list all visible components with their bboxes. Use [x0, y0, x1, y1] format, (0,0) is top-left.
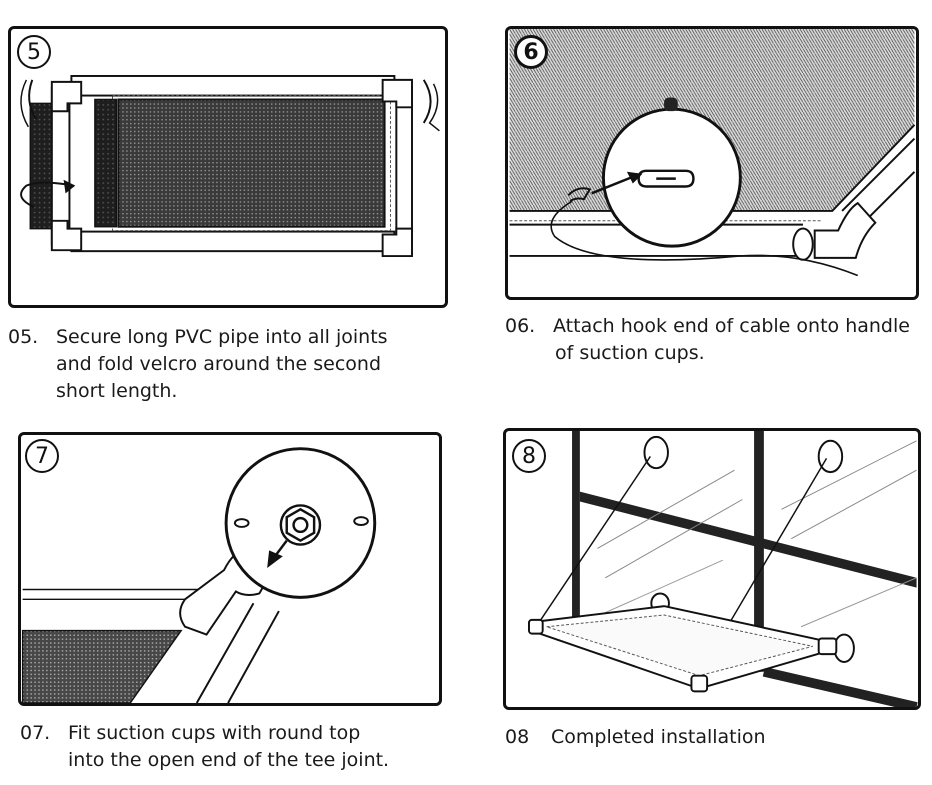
step-6-illustration: [509, 29, 916, 277]
cable-hook: [567, 187, 592, 202]
round-top-nut: [279, 504, 322, 546]
right-short-pipe: [395, 86, 413, 246]
caption-line: short length.: [56, 380, 178, 402]
suction-cup-top-right: [817, 439, 844, 474]
step-8-panel: 8: [503, 428, 921, 710]
window-frame-vertical-right: [754, 431, 764, 672]
step-6-panel: 6: [505, 26, 919, 300]
step-number: 08: [505, 726, 530, 748]
joint-top-left: [50, 80, 83, 113]
step-badge: 6: [514, 35, 548, 69]
velcro-strip-left: [29, 102, 53, 230]
joint-bottom-left: [50, 219, 83, 252]
caption-line: Fit suction cups with round top: [68, 722, 361, 744]
joint-bottom-right: [381, 227, 413, 258]
attach-arrow: [591, 176, 632, 195]
pvc-pipe: [195, 602, 280, 703]
suction-cup-bottom-right: [833, 633, 855, 663]
step-number: 05.: [8, 326, 39, 348]
support-cable-left: [538, 456, 651, 624]
step-6-caption: 06.Attach hook end of cable onto handle …: [505, 313, 930, 367]
bottom-pvc-pipe: [70, 230, 396, 253]
mesh-fabric: [117, 98, 386, 228]
step-number: 06.: [505, 315, 536, 337]
caption-line: Attach hook end of cable onto handle: [553, 315, 910, 337]
joint-top-right: [381, 78, 413, 109]
velcro-strip-inner: [94, 98, 118, 228]
step-5-panel: 5: [8, 26, 448, 308]
insert-arrow: [274, 539, 288, 558]
step-badge: 7: [25, 439, 59, 473]
suction-cup-top-left: [643, 435, 669, 470]
fold-arrow: [20, 181, 74, 209]
step-7-panel: 7: [18, 432, 442, 706]
window-frame-horizontal: [579, 491, 917, 588]
step-7-caption: 07. Fit suction cups with round top into …: [20, 720, 460, 774]
caption-line: into the open end of the tee joint.: [68, 749, 390, 771]
step-badge: 5: [17, 35, 51, 69]
caption-line: Secure long PVC pipe into all joints: [56, 326, 388, 348]
caption-line: and fold velcro around the second: [56, 353, 382, 375]
suction-cup-right: [422, 79, 432, 124]
caption-line: Completed installation: [551, 726, 766, 748]
elbow-joint: [813, 201, 877, 259]
window-frame-vertical-left: [572, 431, 580, 617]
step-badge: 8: [512, 439, 546, 473]
step-5-illustration: [20, 74, 440, 258]
top-pvc-pipe: [70, 74, 396, 97]
step-number: 07.: [20, 722, 51, 744]
step-7-illustration: [21, 447, 377, 703]
cable: [550, 200, 859, 277]
step-8-caption: 08 Completed installation: [505, 724, 905, 751]
step-8-illustration: [528, 431, 918, 707]
hammock-mesh: [21, 629, 183, 703]
caption-line: of suction cups.: [555, 342, 705, 364]
suction-cup-left: [28, 79, 37, 120]
step-5-caption: 05.Secure long PVC pipe into all joints …: [8, 324, 463, 405]
